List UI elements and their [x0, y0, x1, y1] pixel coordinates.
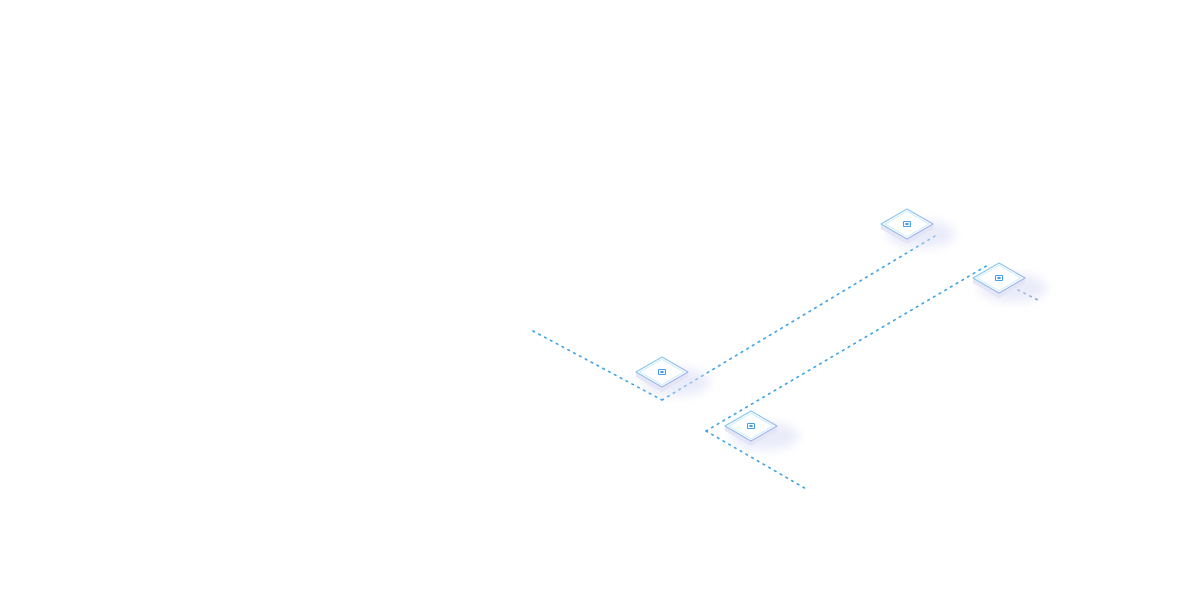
node-1-tile	[635, 356, 710, 396]
node-4-tile	[724, 410, 799, 450]
node-3-tile	[972, 262, 1047, 302]
connector-node-1-to-node-2	[661, 235, 936, 401]
connector-node-1	[532, 330, 663, 401]
connector-node-4-to-node-3	[705, 264, 989, 432]
chip-icon	[746, 422, 756, 430]
tile-side	[725, 426, 777, 446]
tile-side	[636, 372, 688, 392]
tile-inner-outline	[639, 358, 685, 386]
node-2-tile	[880, 208, 955, 248]
connector-lines	[532, 235, 1039, 491]
chip-icon	[657, 368, 667, 376]
tile-inner-outline	[884, 210, 930, 238]
network-nodes	[635, 208, 1047, 450]
tile-inner-outline	[728, 412, 774, 440]
chip-icon	[902, 220, 912, 228]
chip-icon	[994, 274, 1004, 282]
tile-inner-outline	[976, 264, 1022, 292]
tile-side	[973, 278, 1025, 298]
connector-node-4	[705, 430, 809, 491]
tile-side	[881, 224, 933, 244]
